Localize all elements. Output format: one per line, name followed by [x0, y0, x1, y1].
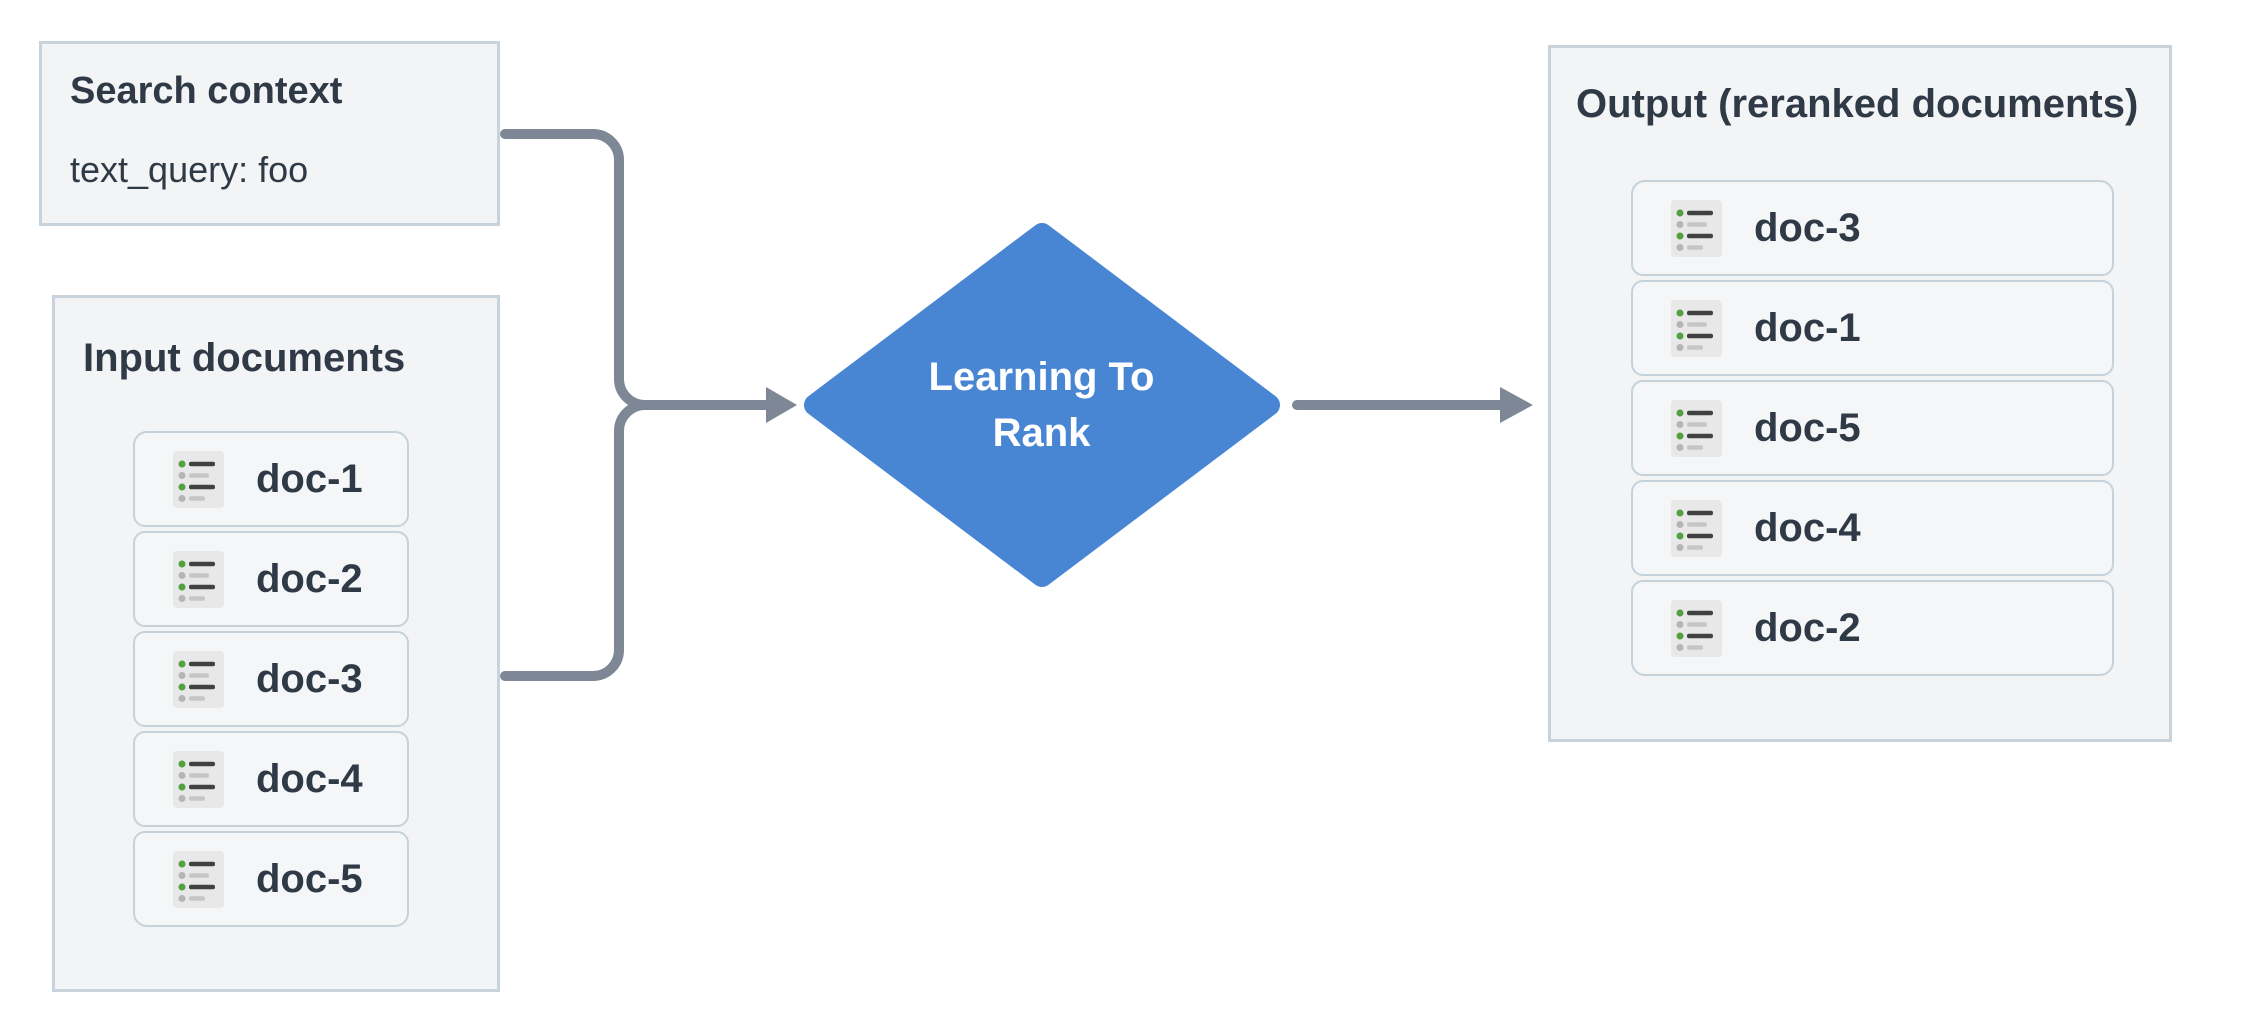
document-item: doc-2: [1631, 580, 2114, 676]
search-context-box: Search context text_query: foo: [39, 41, 500, 226]
output-documents-title: Output (reranked documents): [1576, 82, 2139, 126]
input-documents-title: Input documents: [83, 336, 406, 380]
document-list-icon: [1671, 299, 1722, 357]
output-documents-list: doc-3 doc-1 doc-5 doc-4 doc-2: [1631, 180, 2114, 676]
diamond-label-line1: Learning To: [928, 355, 1155, 399]
diamond-label-line2: Rank: [992, 411, 1091, 455]
document-item: doc-1: [1631, 280, 2114, 376]
document-label: doc-4: [256, 756, 363, 801]
document-item: doc-4: [133, 731, 409, 827]
document-list-icon: [173, 550, 224, 608]
arrowhead-into-output: [1500, 387, 1533, 423]
document-label: doc-2: [1754, 605, 1861, 650]
document-list-icon: [173, 650, 224, 708]
document-label: doc-3: [1754, 205, 1861, 250]
document-list-icon: [173, 750, 224, 808]
document-label: doc-4: [1754, 505, 1861, 550]
search-query-text: text_query: foo: [70, 149, 309, 190]
diamond-label: Learning To Rank: [808, 228, 1275, 582]
document-list-icon: [1671, 399, 1722, 457]
document-item: doc-1: [133, 431, 409, 527]
document-label: doc-2: [256, 556, 363, 601]
arrow-from-search-context: [500, 129, 650, 410]
arrowhead-into-diamond: [766, 387, 797, 423]
learning-to-rank-diamond: [804, 223, 1280, 587]
input-documents-box: Input documents doc-1 doc-2 doc-3 doc-4 …: [52, 295, 500, 992]
document-item: doc-2: [133, 531, 409, 627]
document-label: doc-5: [1754, 405, 1861, 450]
document-item: doc-3: [133, 631, 409, 727]
document-label: doc-5: [256, 856, 363, 901]
document-item: doc-3: [1631, 180, 2114, 276]
document-label: doc-1: [256, 456, 363, 501]
document-list-icon: [173, 450, 224, 508]
document-item: doc-5: [133, 831, 409, 927]
document-item: doc-5: [1631, 380, 2114, 476]
document-label: doc-1: [1754, 305, 1861, 350]
output-documents-box: Output (reranked documents) doc-3 doc-1 …: [1548, 45, 2172, 742]
input-documents-list: doc-1 doc-2 doc-3 doc-4 doc-5: [133, 431, 409, 927]
document-list-icon: [1671, 599, 1722, 657]
document-label: doc-3: [256, 656, 363, 701]
document-list-icon: [1671, 199, 1722, 257]
search-context-title: Search context: [70, 70, 343, 112]
document-list-icon: [173, 850, 224, 908]
document-item: doc-4: [1631, 480, 2114, 576]
document-list-icon: [1671, 499, 1722, 557]
arrow-from-input-documents: [500, 400, 650, 681]
